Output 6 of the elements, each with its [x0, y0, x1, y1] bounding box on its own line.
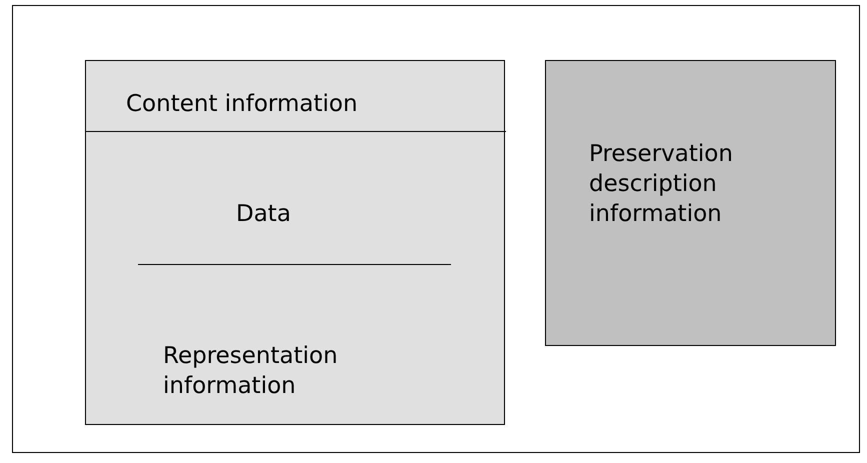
info-box: [545, 60, 836, 346]
info-box: [85, 60, 505, 425]
section-heading: Content information: [126, 90, 359, 119]
section-label: Data: [236, 200, 292, 229]
box-label: Preservation description information: [589, 140, 734, 229]
section-label: Representation information: [163, 342, 339, 401]
